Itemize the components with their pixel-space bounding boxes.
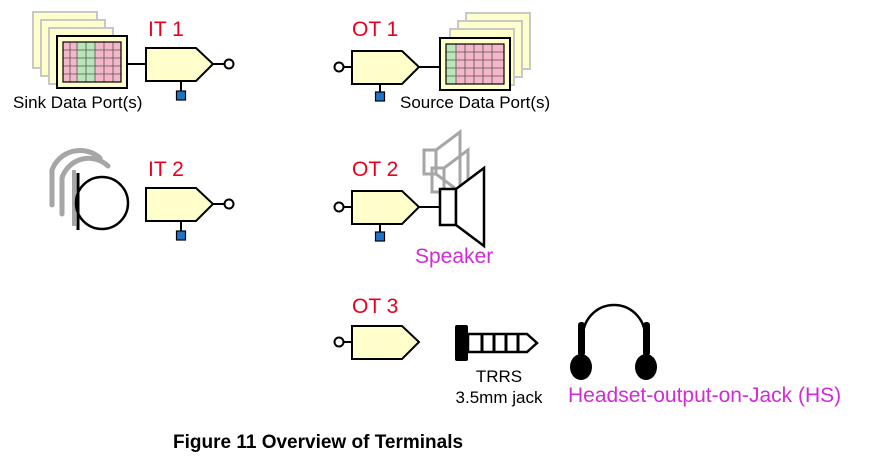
ot1-output-terminal bbox=[333, 50, 421, 102]
ot2-output-terminal bbox=[333, 190, 421, 242]
it1-control-pin bbox=[175, 90, 187, 101]
ot3-output-terminal bbox=[333, 325, 421, 360]
source-port-grid bbox=[445, 43, 505, 85]
trrs-jack-icon bbox=[455, 325, 539, 361]
jack-size-label: 3.5mm jack bbox=[455, 388, 543, 407]
sink-data-ports-label: Sink Data Port(s) bbox=[13, 93, 143, 112]
speaker-icon bbox=[422, 129, 486, 249]
speaker-label: Speaker bbox=[415, 245, 494, 268]
source-data-port-stack-icon bbox=[439, 12, 531, 91]
it1-input-terminal bbox=[145, 47, 235, 101]
sink-data-port-stack-icon bbox=[32, 11, 128, 89]
sink-port-grid bbox=[62, 41, 122, 83]
ot3-label: OT 3 bbox=[352, 295, 399, 318]
headset-label: Headset-output-on-Jack (HS) bbox=[568, 384, 842, 407]
it2-input-terminal bbox=[145, 187, 235, 241]
trrs-label: TRRS bbox=[475, 367, 523, 386]
headset-icon bbox=[570, 303, 657, 380]
microphone-icon bbox=[49, 147, 130, 231]
it1-label: IT 1 bbox=[148, 18, 184, 41]
ot2-label: OT 2 bbox=[352, 158, 399, 181]
ot1-label: OT 1 bbox=[352, 18, 399, 41]
it2-control-pin bbox=[175, 230, 187, 241]
ot2-control-pin bbox=[374, 231, 386, 242]
source-data-ports-label: Source Data Port(s) bbox=[400, 93, 551, 112]
ot1-control-pin bbox=[374, 91, 386, 102]
figure-caption: Figure 11 Overview of Terminals bbox=[173, 432, 464, 453]
it2-label: IT 2 bbox=[148, 158, 184, 181]
